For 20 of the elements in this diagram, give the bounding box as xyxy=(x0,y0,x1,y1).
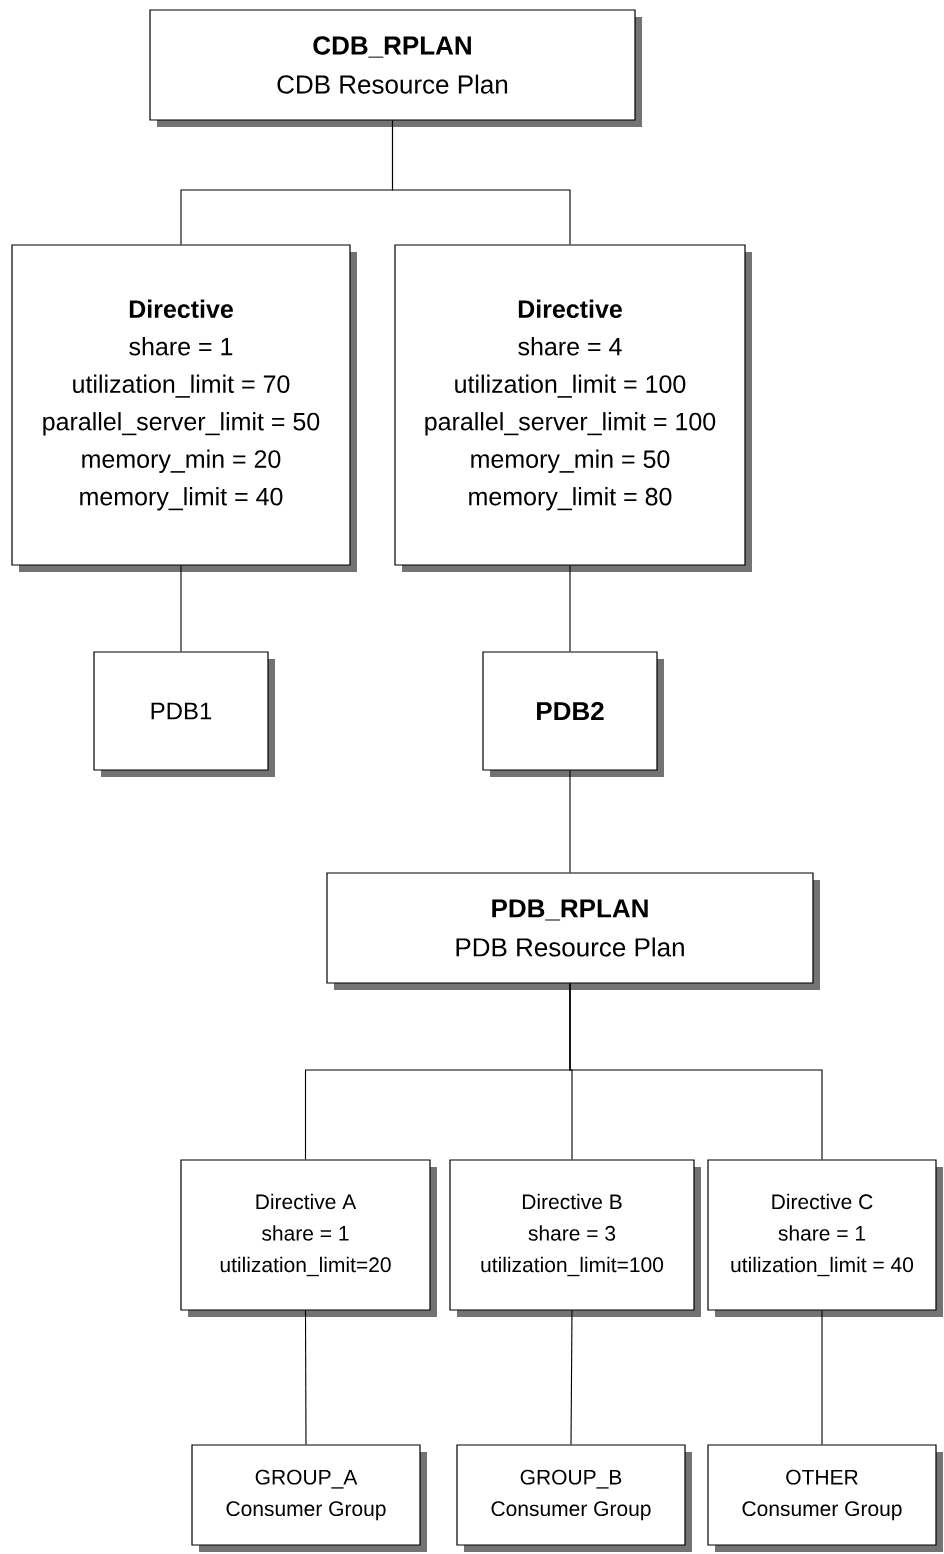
connector-line xyxy=(569,983,823,1160)
plan-box: CDB_RPLAN CDB Resource Plan xyxy=(149,9,642,127)
pdb-box: PDB2 xyxy=(482,651,664,777)
plan-box: PDB_RPLAN PDB Resource Plan xyxy=(326,872,820,990)
connector-line xyxy=(304,1310,307,1445)
directive-box: Directive share = 4 utilization_limit = 100 parallel_server_limit = 100 memory_min = 50 memory_limit = 80 xyxy=(394,244,752,572)
connector-line xyxy=(569,770,571,873)
directive-box: Directive share = 1 utilization_limit = 70 parallel_server_limit = 50 memory_min = 20 memory_limit = 40 xyxy=(11,244,357,572)
connector-line xyxy=(569,565,571,652)
connector-line xyxy=(821,1310,823,1445)
group-box: GROUP_A Consumer Group xyxy=(191,1444,427,1552)
pdb-box: PDB1 xyxy=(93,651,275,777)
directive-box: Directive B share = 3 utilization_limit=100 xyxy=(449,1159,701,1317)
connector-line xyxy=(570,1310,573,1445)
group-box: GROUP_B Consumer Group xyxy=(456,1444,692,1552)
directive-box: Directive A share = 1 utilization_limit=20 xyxy=(180,1159,437,1317)
directive-box: Directive C share = 1 utilization_limit = 40 xyxy=(707,1159,943,1317)
group-box: OTHER Consumer Group xyxy=(707,1444,943,1552)
connector-line xyxy=(180,565,182,652)
connector-line xyxy=(391,120,571,245)
